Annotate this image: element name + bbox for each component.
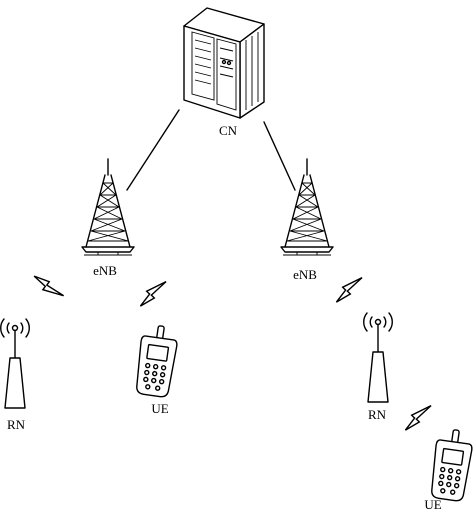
ue-right-label: UE — [424, 497, 442, 512]
wireless-link-icon — [402, 398, 432, 436]
link-cn-enb-left — [126, 109, 180, 191]
relay-antenna-icon — [363, 312, 393, 403]
rn-right-label: RN — [367, 407, 387, 422]
ue-left-label: UE — [151, 401, 169, 416]
link-cn-enb-right — [263, 121, 296, 191]
wireless-link-icon — [333, 270, 363, 308]
cell-tower-icon — [280, 158, 334, 256]
mobile-phone-icon — [428, 426, 474, 503]
wireless-link-icon — [31, 269, 65, 305]
enb-right-label: eNB — [293, 267, 317, 282]
rn-left-label: RN — [6, 417, 26, 432]
cn-label: CN — [218, 123, 238, 138]
cell-tower-icon — [81, 158, 135, 256]
wireless-link-icon — [137, 274, 167, 312]
relay-antenna-icon — [0, 318, 30, 409]
server-cabinet-icon — [183, 7, 265, 119]
mobile-phone-icon — [133, 322, 180, 399]
enb-left-label: eNB — [93, 263, 117, 278]
